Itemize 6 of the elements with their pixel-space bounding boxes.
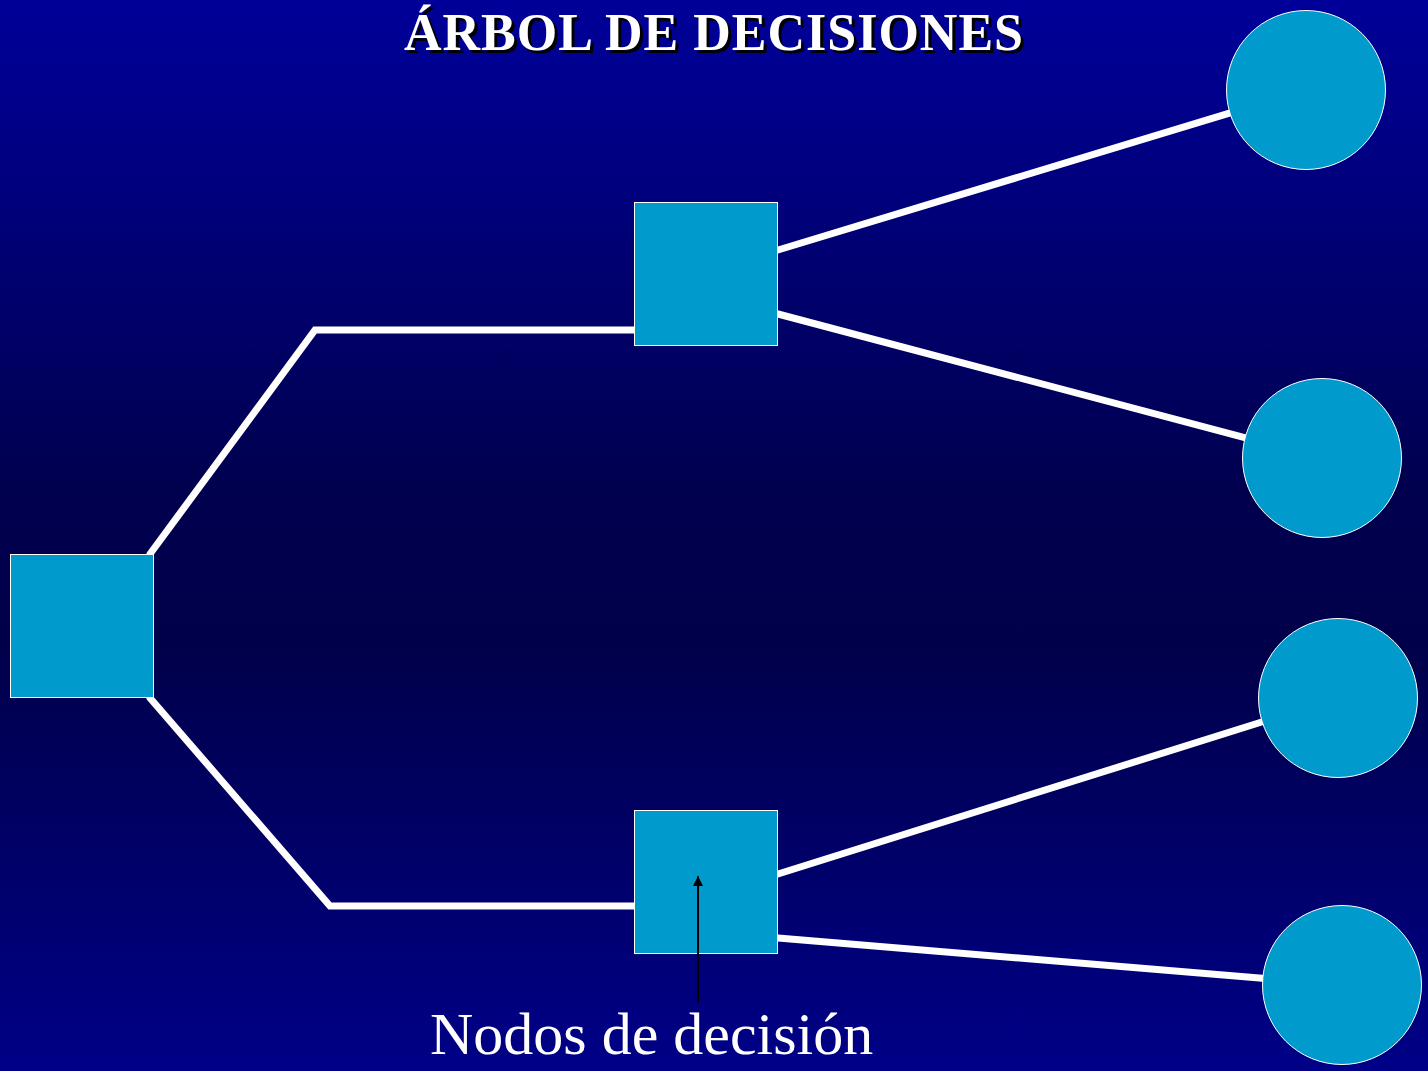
title: ÁRBOL DE DECISIONES xyxy=(402,4,1026,62)
callout-label: Nodos de decisión xyxy=(430,1004,874,1064)
leader-line xyxy=(693,876,703,1003)
decision-node-square xyxy=(634,810,778,954)
decision-node-square xyxy=(10,554,154,698)
decision-node-square xyxy=(634,202,778,346)
